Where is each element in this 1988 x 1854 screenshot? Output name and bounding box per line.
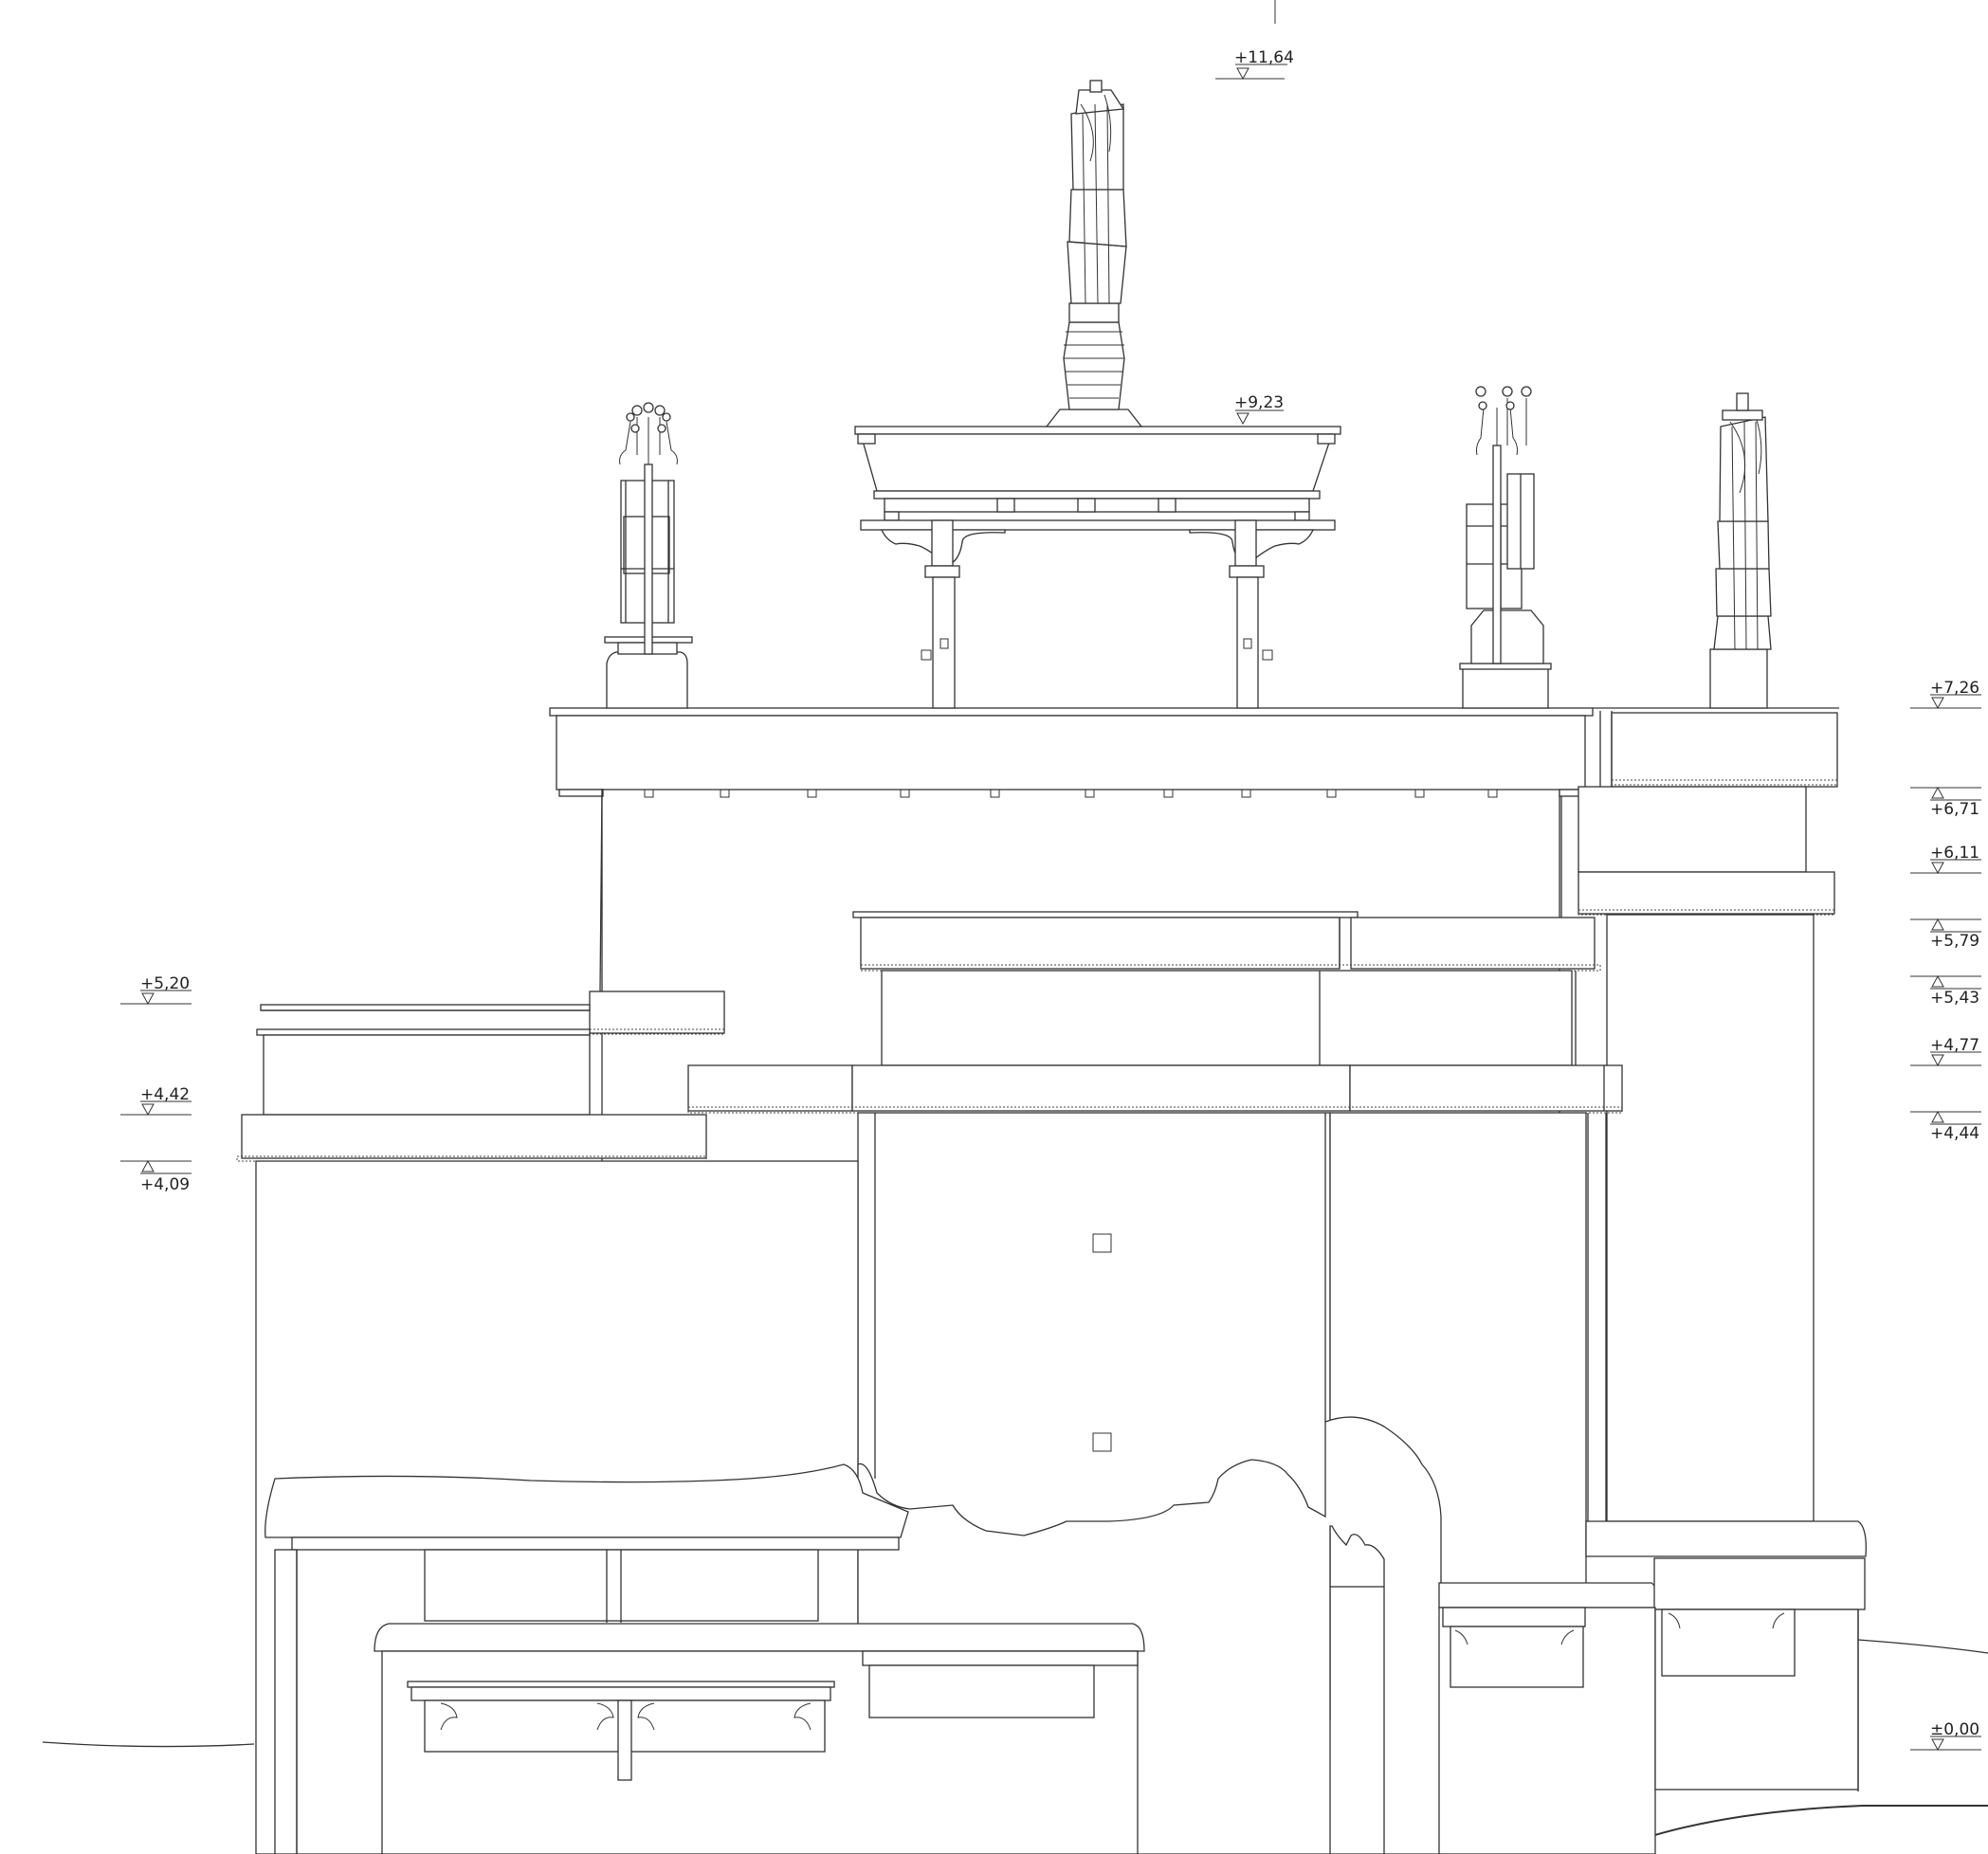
svg-text:±0,00: ±0,00: [1930, 1720, 1979, 1739]
svg-text:+7,26: +7,26: [1930, 679, 1979, 698]
left-low-building: [264, 1463, 1145, 1854]
right-low-building: [1438, 1520, 1867, 1854]
elevation-mark-right-upper-eave: +5,79: [1910, 918, 1981, 951]
wall-window: [1092, 1432, 1112, 1452]
svg-text:+4,42: +4,42: [140, 1085, 190, 1104]
elevation-mark-left-mid: +4,42: [120, 1085, 192, 1117]
right-trident-finial: [1459, 386, 1552, 709]
svg-text:+11,64: +11,64: [1234, 48, 1294, 67]
right-tower: [1560, 786, 1835, 1522]
elevation-mark-left-eave: +4,09: [120, 1159, 192, 1194]
elevation-mark-ground: ±0,00: [1910, 1720, 1981, 1752]
elevation-mark-roof-main: +7,26: [1910, 679, 1981, 710]
roof-corbels: [644, 789, 1498, 798]
elevation-mark-mid-lower-eave: +4,44: [1910, 1110, 1981, 1143]
elevation-markers: +11,64 +9,23 +7,26 +6,71 +6,11: [120, 0, 1981, 1752]
middle-tier-upper: [852, 911, 1601, 1066]
elevation-mark-mid-eave: +5,43: [1910, 974, 1981, 1008]
elevation-mark-top: +11,64: [1215, 48, 1294, 81]
elevation-mark-roof-main-eave: +6,71: [1910, 786, 1981, 819]
right-banner-finial: [1709, 392, 1772, 709]
svg-text:+5,43: +5,43: [1930, 989, 1979, 1008]
central-finial: [1045, 80, 1143, 427]
svg-text:+6,11: +6,11: [1930, 844, 1979, 863]
svg-text:+6,71: +6,71: [1930, 800, 1979, 819]
svg-text:+4,77: +4,77: [1930, 1036, 1979, 1055]
elevation-mark-left-roof: +5,20: [120, 974, 192, 1006]
svg-text:+9,23: +9,23: [1234, 393, 1284, 412]
wall-window: [1092, 1233, 1112, 1253]
svg-text:+5,79: +5,79: [1930, 932, 1979, 951]
svg-text:+4,44: +4,44: [1930, 1124, 1979, 1143]
svg-text:+5,20: +5,20: [140, 974, 190, 993]
elevation-mark-right-upper: +6,11: [1910, 844, 1981, 875]
left-trident-finial: [604, 402, 693, 709]
roof-pavilion: [854, 426, 1341, 709]
elevation-mark-mid-roof: +4,77: [1910, 1036, 1981, 1067]
elevation-mark-roof-pavilion: +9,23: [1234, 393, 1284, 426]
svg-text:+4,09: +4,09: [140, 1175, 190, 1194]
